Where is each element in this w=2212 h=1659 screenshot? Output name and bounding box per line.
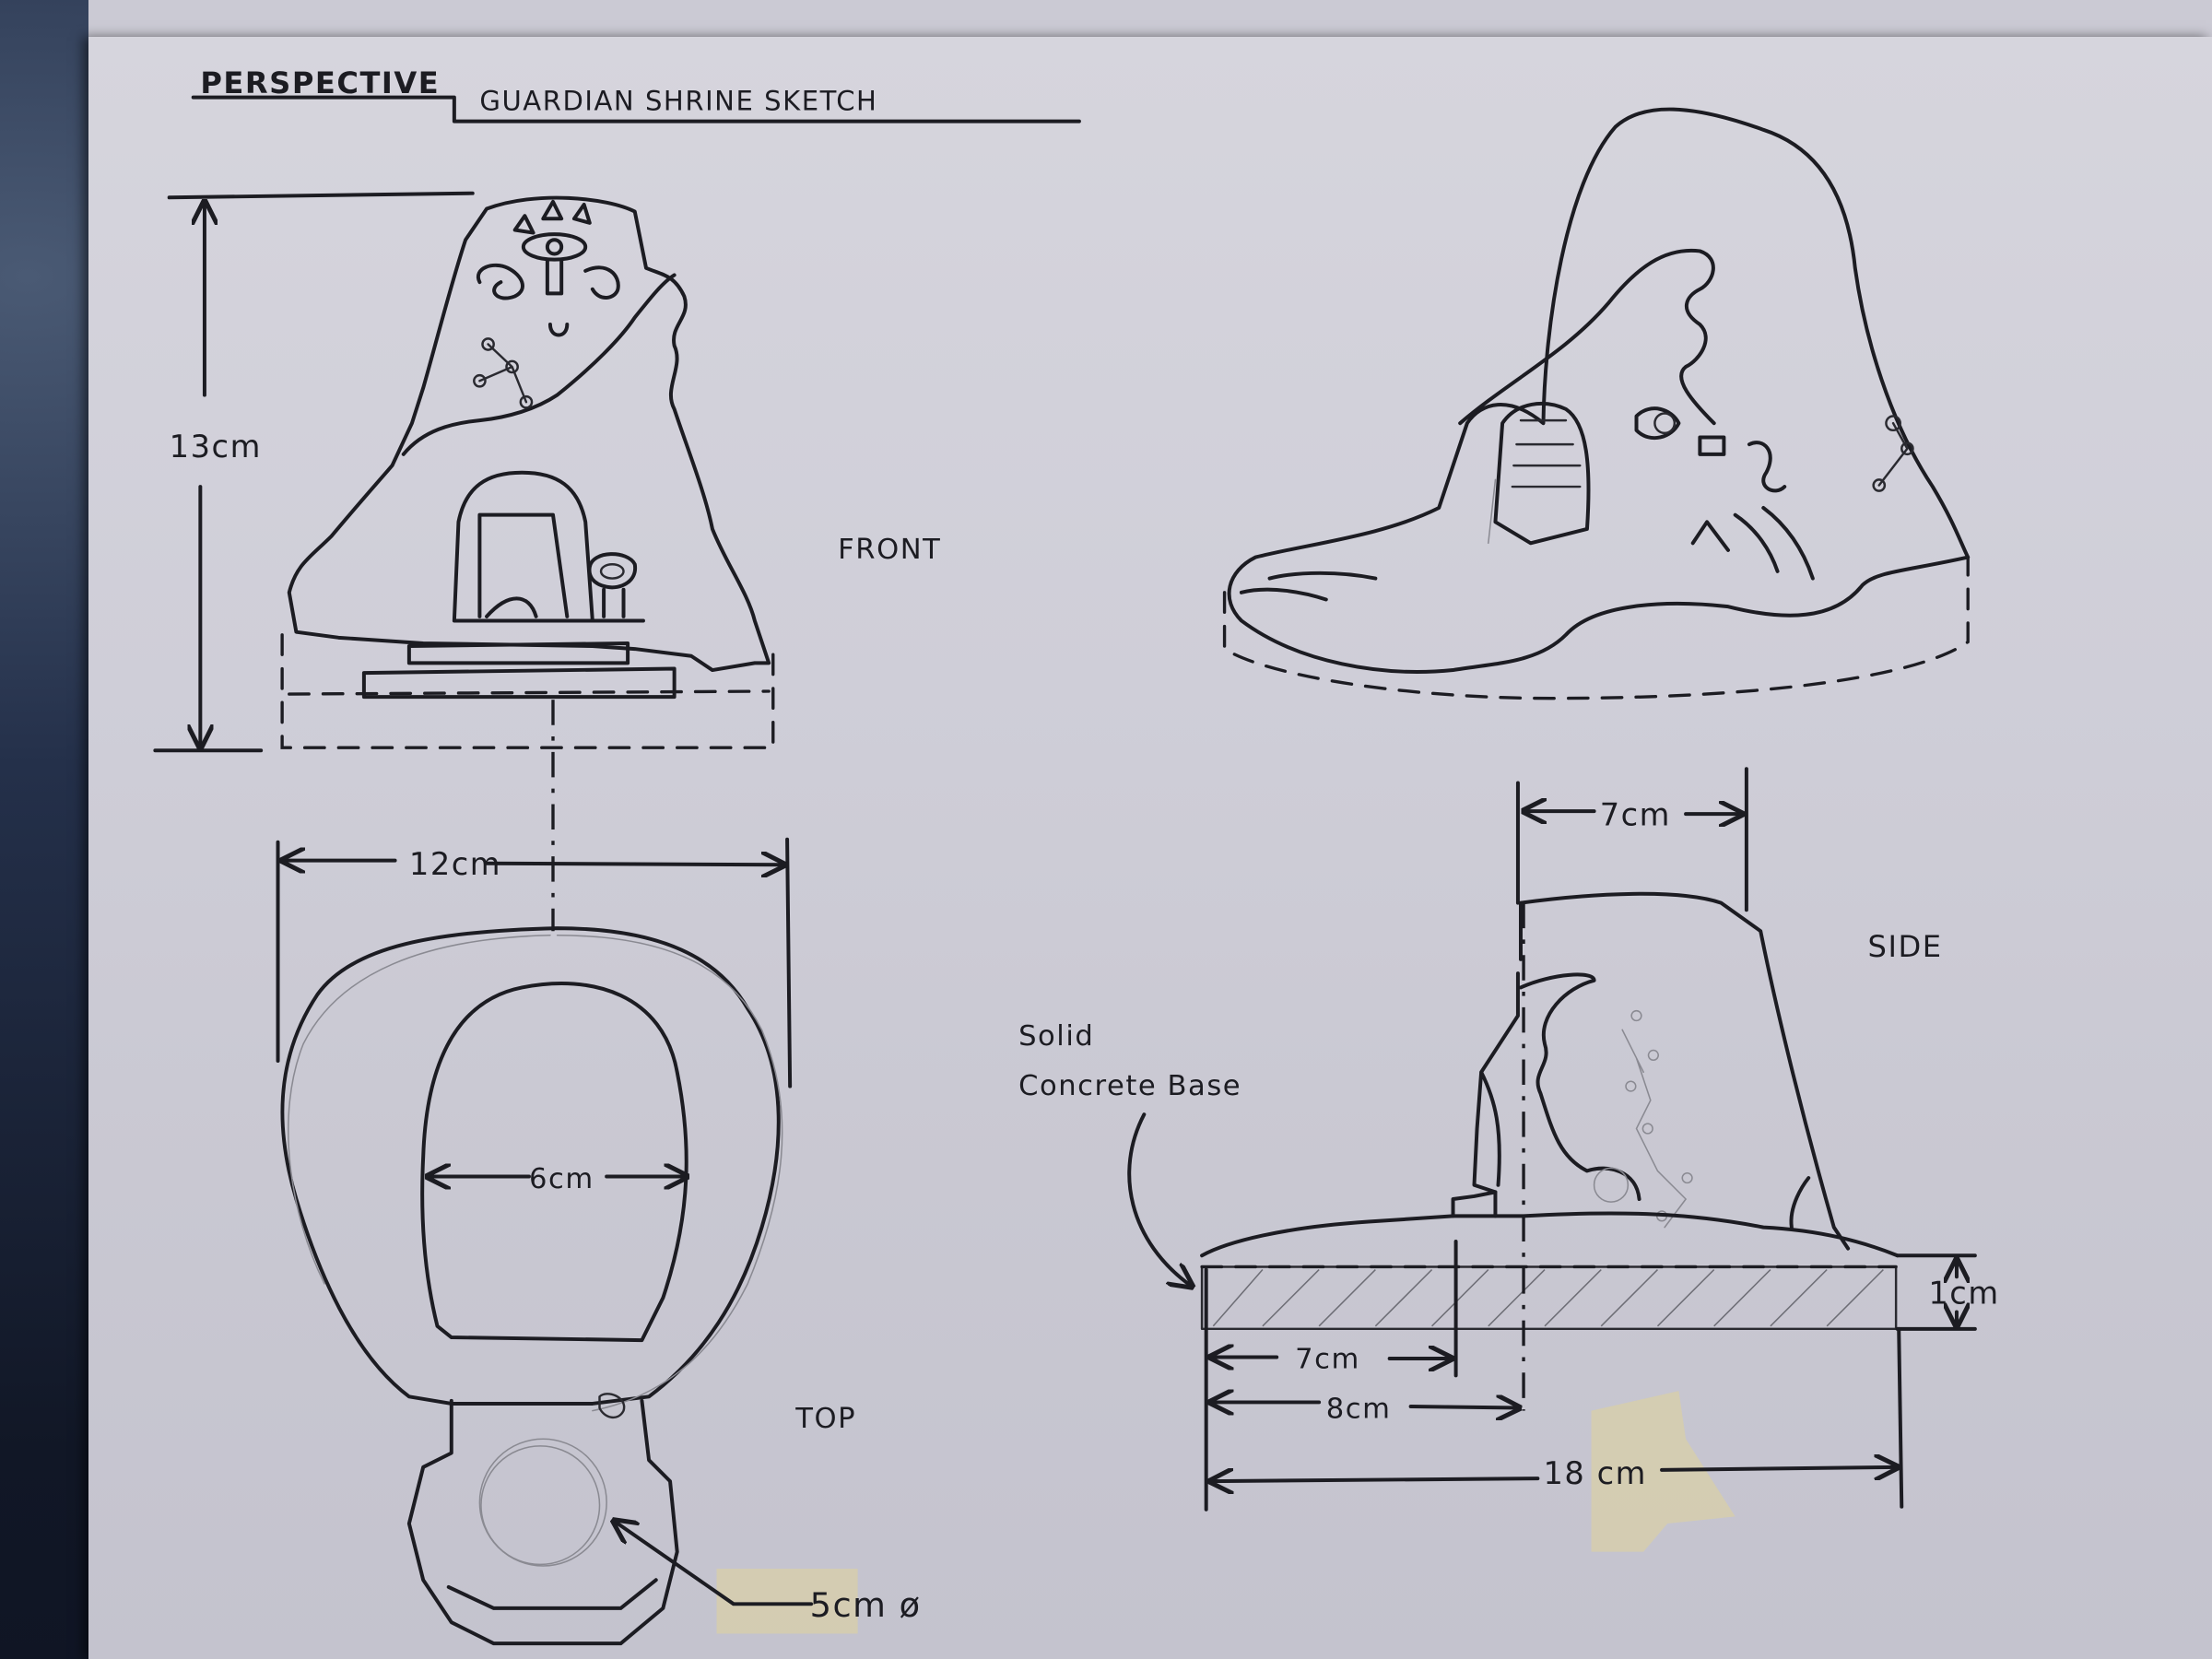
title-underline (191, 95, 1081, 124)
side-terrain-top (1200, 1211, 1900, 1258)
side-spiral-icon (1593, 1167, 1630, 1203)
side-8cm-dim: 8cm (1326, 1393, 1392, 1425)
front-step-lower (361, 666, 677, 700)
front-view: 13cm (153, 191, 775, 932)
title-perspective: PERSPECTIVE (200, 65, 440, 100)
front-height-dim: 13cm (170, 429, 262, 465)
perspective-ridge (1458, 248, 1716, 426)
top-lower-step (446, 1578, 658, 1610)
side-concrete-base (1200, 1265, 1898, 1331)
side-callout-arrow (1127, 1112, 1192, 1287)
top-label: TOP (794, 1403, 856, 1435)
side-constellation-icon (1625, 1009, 1693, 1222)
top-pedestal-dim: 5cm ø (810, 1585, 922, 1625)
front-base-top-line (288, 689, 771, 696)
sheikah-eye-icon (476, 199, 620, 337)
perspective-eye-icon (1634, 406, 1787, 493)
perspective-base-rocks (1239, 571, 1378, 602)
paper-sheet (88, 37, 2212, 1659)
side-base-hatching (1212, 1269, 1884, 1327)
top-view: 12cm 6cm 5cm ø TOP (276, 837, 922, 1646)
side-label: SIDE (1868, 929, 1943, 964)
top-pedestal-circle (478, 1438, 607, 1567)
front-top-ext-line (167, 191, 475, 200)
top-width-dim: 12cm (409, 846, 501, 882)
side-back-notch (1789, 1176, 1811, 1230)
side-top-width-dim: 7cm (1600, 796, 1671, 832)
perspective-carvings (1690, 506, 1815, 581)
title-guardian-shrine-sketch: GUARDIAN SHRINE SKETCH (479, 85, 877, 116)
side-8cm-arrow-right (1408, 1406, 1520, 1408)
front-pedestal-icon (587, 552, 645, 623)
top-outer-ring (280, 926, 781, 1406)
side-shrine-back (1519, 891, 1851, 1251)
top-right-ext-line (785, 837, 793, 1088)
side-18cm-dim: 18 cm (1543, 1455, 1646, 1491)
tape-piece-top (716, 1569, 858, 1634)
side-18cm-arrow-right (1660, 1467, 1898, 1470)
front-doorway-arch (452, 470, 594, 623)
front-base-outline (280, 633, 775, 749)
side-front-profile (1472, 971, 1520, 1194)
front-step-upper (406, 641, 630, 665)
paper-top-edge (88, 0, 2212, 39)
front-constellation-icon (473, 337, 534, 409)
top-lower-platform (406, 1398, 679, 1646)
perspective-shrine-outline (1227, 107, 1971, 674)
front-door-panel (477, 512, 570, 618)
front-shrine-inner-ridge (401, 273, 677, 456)
side-right-ext (1897, 1326, 1904, 1509)
top-inner-opening (420, 982, 688, 1343)
perspective-door-lines (1511, 418, 1582, 488)
top-width-arrow-right (485, 864, 784, 865)
side-callout-line1: Solid (1018, 1020, 1094, 1053)
side-view: 7cm 1cm 7cm (1018, 767, 1999, 1552)
side-carving-edge (1519, 972, 1641, 1202)
side-callout-line2: Concrete Base (1018, 1070, 1241, 1102)
title-block: PERSPECTIVE GUARDIAN SHRINE SKETCH (191, 65, 1081, 124)
perspective-view (1222, 107, 1971, 700)
perspective-base-dashed (1222, 555, 1970, 700)
side-base-height-dim: 1cm (1928, 1275, 1999, 1311)
top-inner-dim: 6cm (529, 1163, 594, 1195)
side-7cm-dim: 7cm (1295, 1344, 1360, 1376)
side-18cm-arrow-left (1210, 1478, 1540, 1481)
top-pedestal-callout-arrow (614, 1521, 814, 1606)
side-1cm-ext-lines (1895, 1253, 1977, 1331)
perspective-constellation-icon (1872, 415, 1914, 492)
front-label: FRONT (838, 534, 941, 566)
front-shrine-outline (287, 195, 771, 673)
side-constellation-lines (1621, 1029, 1688, 1229)
side-step (1451, 1190, 1498, 1218)
top-pedestal-knob (598, 1393, 626, 1419)
perspective-doorway (1493, 402, 1591, 546)
